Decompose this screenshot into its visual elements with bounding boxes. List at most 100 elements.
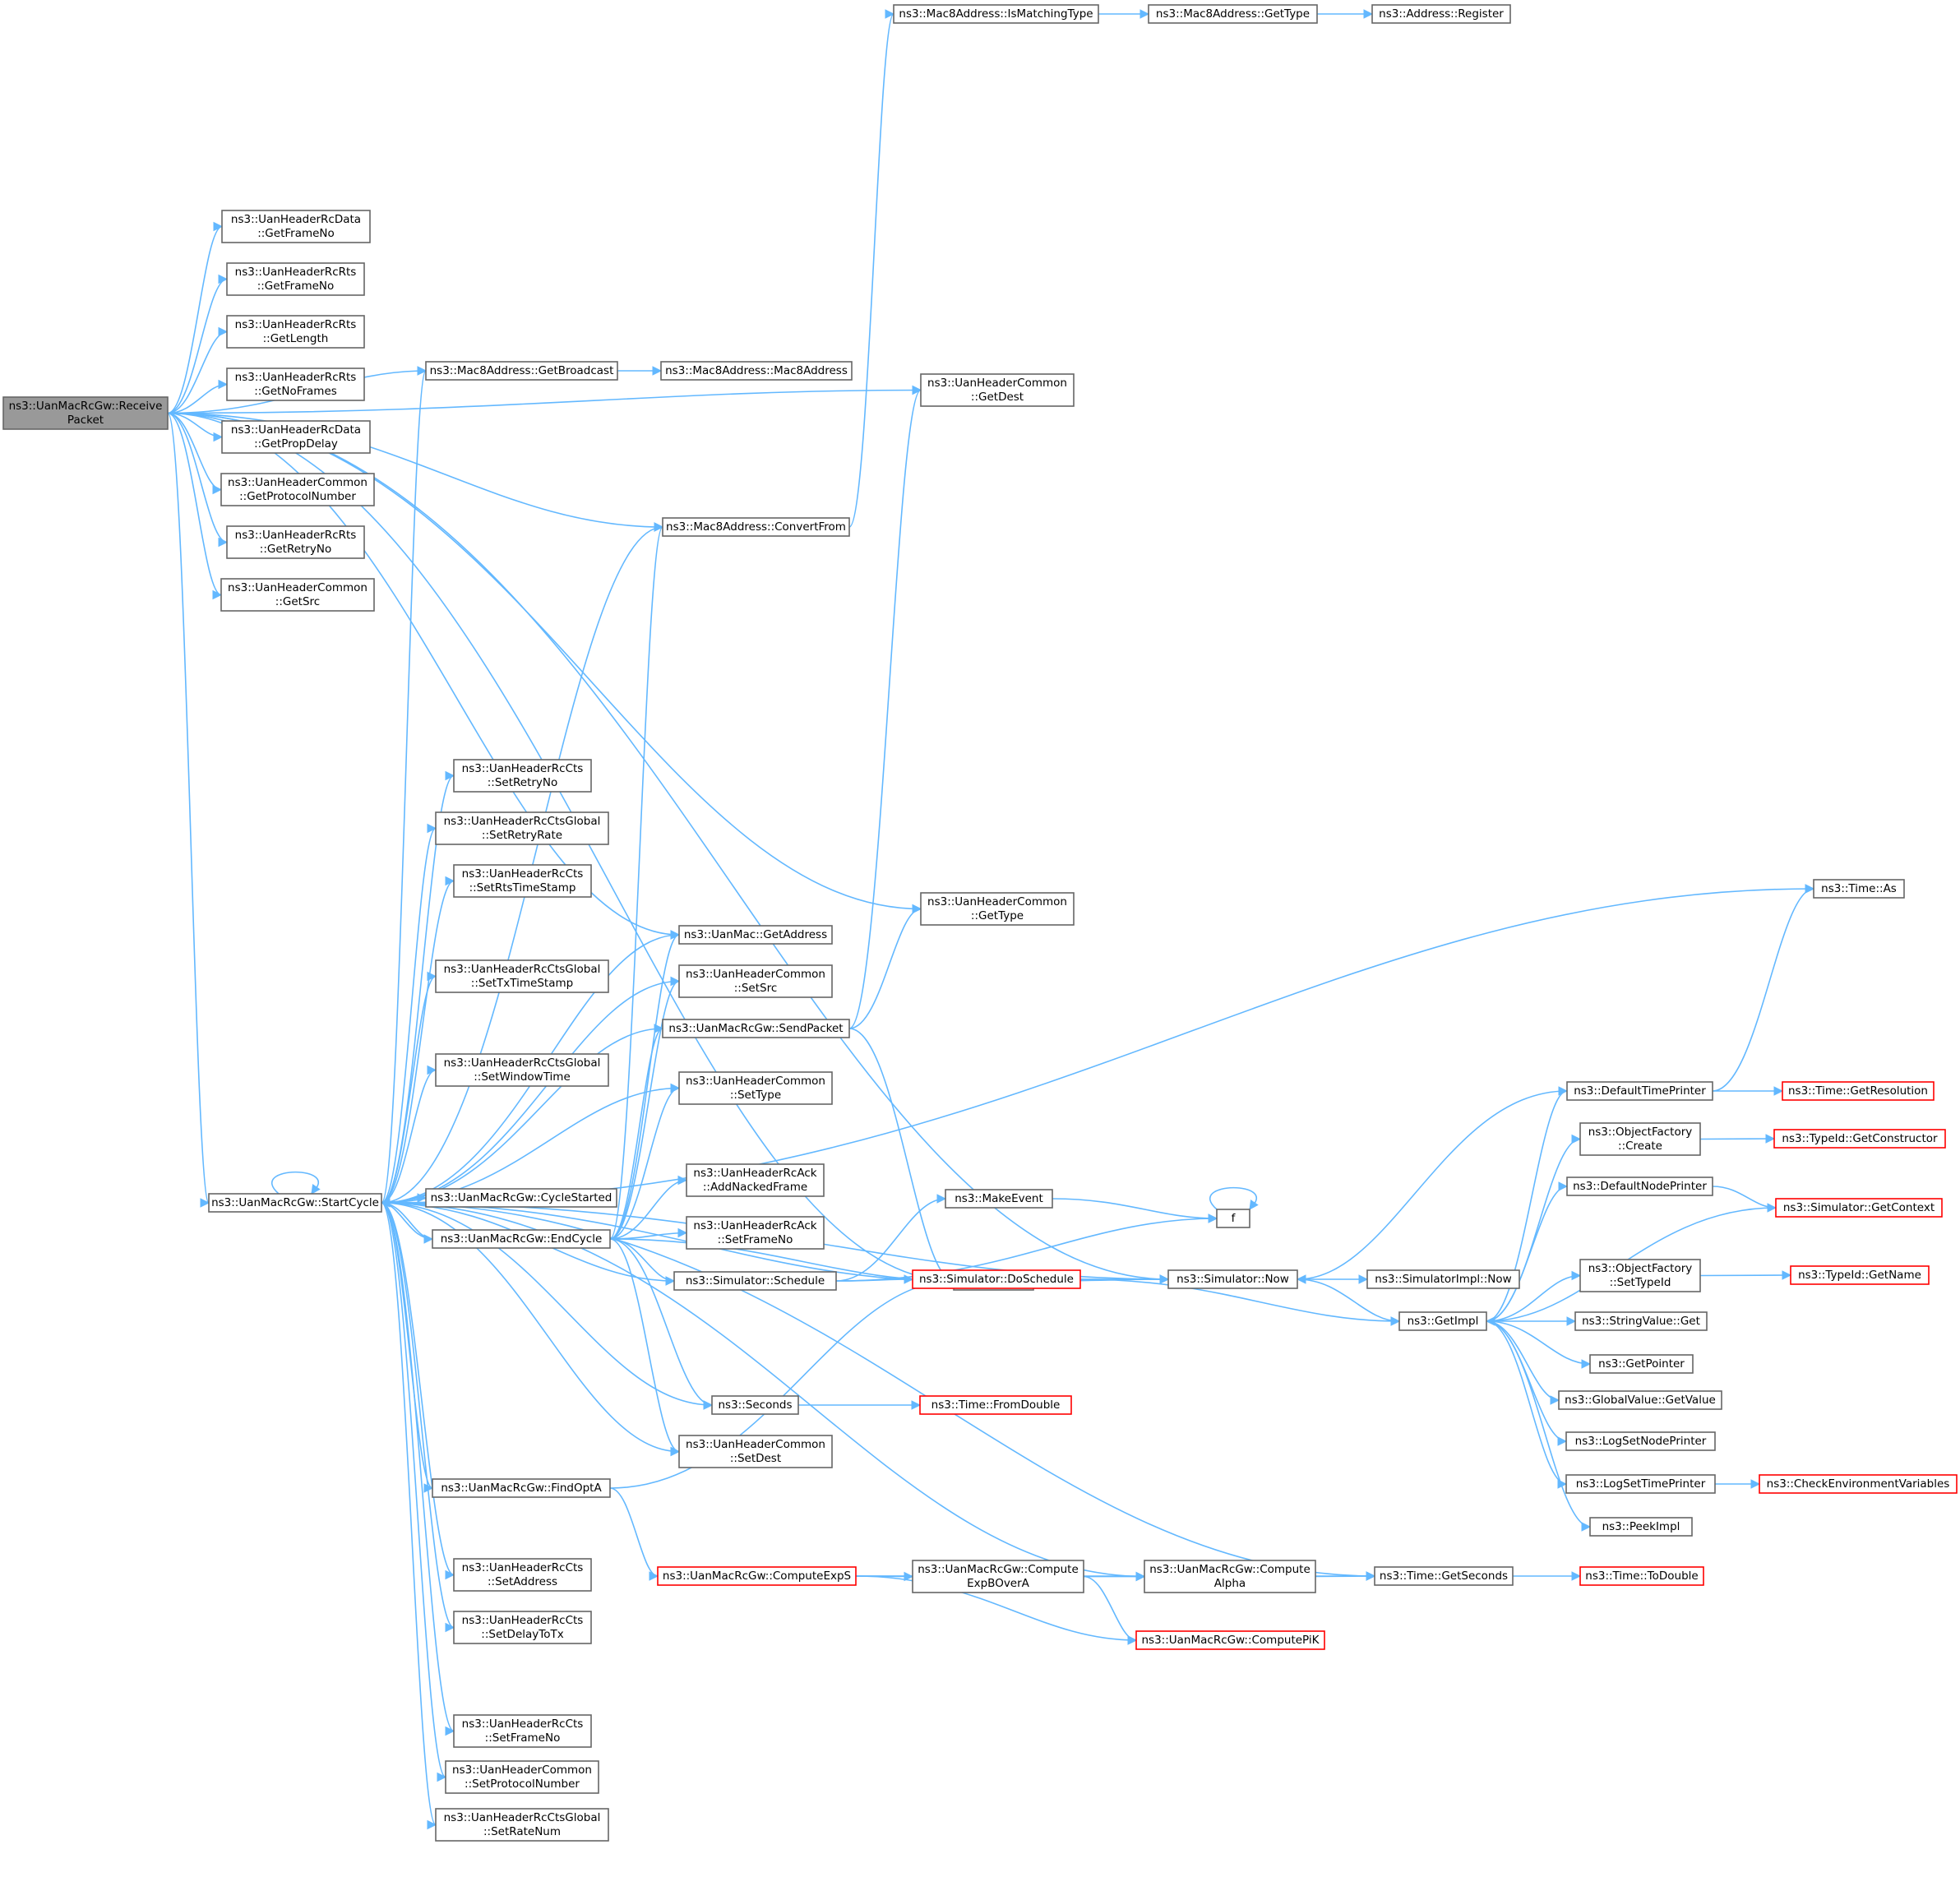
node-rcrts_getlength[interactable]: ns3::UanHeaderRcRts::GetLength xyxy=(226,315,365,349)
node-rcctsglobal_setwindowtime[interactable]: ns3::UanHeaderRcCtsGlobal::SetWindowTime xyxy=(435,1053,609,1087)
node-address_register[interactable]: ns3::Address::Register xyxy=(1371,4,1511,24)
node-sendpacket[interactable]: ns3::UanMacRcGw::SendPacket xyxy=(662,1019,850,1038)
node-rcctsglobal_settxtimestamp[interactable]: ns3::UanHeaderRcCtsGlobal::SetTxTimeStam… xyxy=(435,959,609,993)
node-stringvalue_get[interactable]: ns3::StringValue::Get xyxy=(1574,1311,1708,1331)
node-label: ns3::Time::ToDouble xyxy=(1585,1569,1698,1583)
node-mac8_getbroadcast[interactable]: ns3::Mac8Address::GetBroadcast xyxy=(425,361,618,381)
node-checkenv[interactable]: ns3::CheckEnvironmentVariables xyxy=(1759,1474,1958,1494)
node-objectfactory_create[interactable]: ns3::ObjectFactory::Create xyxy=(1579,1122,1701,1156)
arrowhead xyxy=(670,930,681,940)
node-common_settype[interactable]: ns3::UanHeaderCommon::SetType xyxy=(678,1071,833,1105)
node-simulator_getcontext[interactable]: ns3::Simulator::GetContext xyxy=(1775,1198,1943,1218)
node-rcack_addnackedframe[interactable]: ns3::UanHeaderRcAck::AddNackedFrame xyxy=(686,1163,825,1197)
node-common_setprotocolnumber[interactable]: ns3::UanHeaderCommon::SetProtocolNumber xyxy=(445,1760,599,1794)
node-time_todouble[interactable]: ns3::Time::ToDouble xyxy=(1579,1566,1704,1586)
node-objectfactory_settypeid[interactable]: ns3::ObjectFactory::SetTypeId xyxy=(1579,1259,1701,1292)
node-label: ns3::Simulator::DoSchedule xyxy=(919,1273,1074,1286)
node-typeid_getconstructor[interactable]: ns3::TypeId::GetConstructor xyxy=(1773,1129,1946,1149)
node-typeid_getname[interactable]: ns3::TypeId::GetName xyxy=(1790,1265,1930,1285)
node-rccts_setretryno[interactable]: ns3::UanHeaderRcCts::SetRetryNo xyxy=(453,759,592,793)
node-logsetnodeprinter[interactable]: ns3::LogSetNodePrinter xyxy=(1565,1431,1716,1451)
node-f[interactable]: f xyxy=(1216,1209,1250,1228)
node-rccts_setframeno[interactable]: ns3::UanHeaderRcCts::SetFrameNo xyxy=(453,1714,592,1748)
node-seconds[interactable]: ns3::Seconds xyxy=(711,1395,799,1415)
node-common_getdest[interactable]: ns3::UanHeaderCommon::GetDest xyxy=(920,373,1075,407)
node-time_getseconds[interactable]: ns3::Time::GetSeconds xyxy=(1374,1566,1514,1586)
node-common_setdest[interactable]: ns3::UanHeaderCommon::SetDest xyxy=(678,1435,833,1468)
node-box xyxy=(1558,1390,1722,1410)
node-rcdata_getframeno[interactable]: ns3::UanHeaderRcData::GetFrameNo xyxy=(221,210,371,243)
edge-computeexpboverA-to-computealpha xyxy=(1084,1571,1146,1582)
node-makeevent[interactable]: ns3::MakeEvent xyxy=(945,1189,1053,1209)
node-rcdata_getpropdelay[interactable]: ns3::UanHeaderRcData::GetPropDelay xyxy=(221,420,371,454)
node-rccts_setaddress[interactable]: ns3::UanHeaderRcCts::SetAddress xyxy=(453,1558,592,1592)
node-fromdouble[interactable]: ns3::Time::FromDouble xyxy=(919,1395,1072,1415)
node-label: ns3::UanMacRcGw::EndCycle xyxy=(441,1232,603,1246)
node-box xyxy=(432,1478,611,1498)
node-box xyxy=(221,210,371,243)
arrowhead xyxy=(1358,1274,1369,1284)
node-common_getsrc[interactable]: ns3::UanHeaderCommon::GetSrc xyxy=(220,578,375,612)
node-defaultnodeprinter[interactable]: ns3::DefaultNodePrinter xyxy=(1566,1177,1713,1196)
node-cyclestarted[interactable]: ns3::UanMacRcGw::CycleStarted xyxy=(425,1188,617,1208)
node-simulatorimpl_now[interactable]: ns3::SimulatorImpl::Now xyxy=(1366,1269,1520,1289)
node-mac8_gettype[interactable]: ns3::Mac8Address::GetType xyxy=(1148,4,1318,24)
node-computepik[interactable]: ns3::UanMacRcGw::ComputePiK xyxy=(1135,1630,1325,1650)
node-label: ns3::TypeId::GetName xyxy=(1798,1269,1921,1282)
arrowhead xyxy=(1782,1270,1792,1280)
node-rccts_setdelaytotx[interactable]: ns3::UanHeaderRcCts::SetDelayToTx xyxy=(453,1611,592,1644)
edge-mac8_getbroadcast-to-mac8_ctor xyxy=(617,366,663,376)
node-uanmac_getaddress[interactable]: ns3::UanMac::GetAddress xyxy=(678,925,833,945)
node-mac8_ctor[interactable]: ns3::Mac8Address::Mac8Address xyxy=(660,361,853,381)
node-label: ::SetProtocolNumber xyxy=(465,1777,580,1791)
node-endcycle[interactable]: ns3::UanMacRcGw::EndCycle xyxy=(432,1229,611,1249)
node-globalvalue_getvalue[interactable]: ns3::GlobalValue::GetValue xyxy=(1558,1390,1722,1410)
node-defaulttimeprinter[interactable]: ns3::DefaultTimePrinter xyxy=(1566,1081,1713,1101)
node-rcrts_getnoframes[interactable]: ns3::UanHeaderRcRts::GetNoFrames xyxy=(226,368,365,401)
node-schedule[interactable]: ns3::Simulator::Schedule xyxy=(673,1271,837,1291)
arrowhead xyxy=(1366,1571,1376,1581)
node-rcctsglobal_setratenum[interactable]: ns3::UanHeaderRcCtsGlobal::SetRateNum xyxy=(435,1808,609,1842)
node-label: ns3::Time::As xyxy=(1821,882,1897,895)
node-findopta[interactable]: ns3::UanMacRcGw::FindOptA xyxy=(432,1478,611,1498)
node-label: ns3::StringValue::Get xyxy=(1582,1315,1700,1328)
edge-getimpl-to-getpointer xyxy=(1486,1320,1592,1369)
edge-line xyxy=(1712,1186,1777,1209)
arrowhead xyxy=(677,1175,688,1186)
node-label: ns3::UanHeaderCommon xyxy=(228,581,368,594)
node-doschedule[interactable]: ns3::Simulator::DoSchedule xyxy=(912,1269,1081,1289)
arrowhead xyxy=(427,971,437,982)
arrowhead xyxy=(911,1400,922,1410)
node-box xyxy=(1782,1081,1935,1101)
node-common_gettype[interactable]: ns3::UanHeaderCommon::GetType xyxy=(920,892,1075,926)
node-rcack_setframeno[interactable]: ns3::UanHeaderRcAck::SetFrameNo xyxy=(686,1216,825,1250)
node-common_setsrc[interactable]: ns3::UanHeaderCommon::SetSrc xyxy=(678,964,833,998)
node-time_as[interactable]: ns3::Time::As xyxy=(1813,879,1905,899)
node-box xyxy=(1216,1209,1250,1228)
node-label: ns3::SimulatorImpl::Now xyxy=(1375,1273,1511,1286)
node-time_getresolution[interactable]: ns3::Time::GetResolution xyxy=(1782,1081,1935,1101)
node-mac8_ismatchingtype[interactable]: ns3::Mac8Address::IsMatchingType xyxy=(893,4,1099,24)
node-rcctsglobal_setretryrate[interactable]: ns3::UanHeaderRcCtsGlobal::SetRetryRate xyxy=(435,811,609,845)
node-common_getprotocolnumber[interactable]: ns3::UanHeaderCommon::GetProtocolNumber xyxy=(220,473,375,506)
node-label: ns3::UanHeaderCommon xyxy=(686,1075,825,1088)
node-logsettimeprinter[interactable]: ns3::LogSetTimePrinter xyxy=(1565,1474,1716,1494)
node-mac8_convertfrom[interactable]: ns3::Mac8Address::ConvertFrom xyxy=(662,517,850,537)
node-getimpl[interactable]: ns3::GetImpl xyxy=(1398,1311,1487,1331)
node-computeexps[interactable]: ns3::UanMacRcGw::ComputeExpS xyxy=(657,1566,857,1586)
arrowhead xyxy=(417,1193,428,1203)
node-peekimpl[interactable]: ns3::PeekImpl xyxy=(1589,1517,1693,1537)
node-rcrts_getretryno[interactable]: ns3::UanHeaderRcRts::GetRetryNo xyxy=(226,525,365,559)
edge-startcycle-to-rccts_setaddress xyxy=(381,1202,455,1580)
edge-line xyxy=(1083,1575,1137,1641)
node-rcrts_getframeno[interactable]: ns3::UanHeaderRcRts::GetFrameNo xyxy=(226,262,365,296)
node-startcycle[interactable]: ns3::UanMacRcGw::StartCycle xyxy=(208,1193,382,1213)
node-getpointer[interactable]: ns3::GetPointer xyxy=(1589,1354,1694,1374)
node-rccts_setrtstimestamp[interactable]: ns3::UanHeaderRcCts::SetRtsTimeStamp xyxy=(453,864,592,898)
node-box xyxy=(919,1395,1072,1415)
arrowhead xyxy=(1571,1270,1582,1281)
node-simulator_now[interactable]: ns3::Simulator::Now xyxy=(1167,1269,1298,1289)
